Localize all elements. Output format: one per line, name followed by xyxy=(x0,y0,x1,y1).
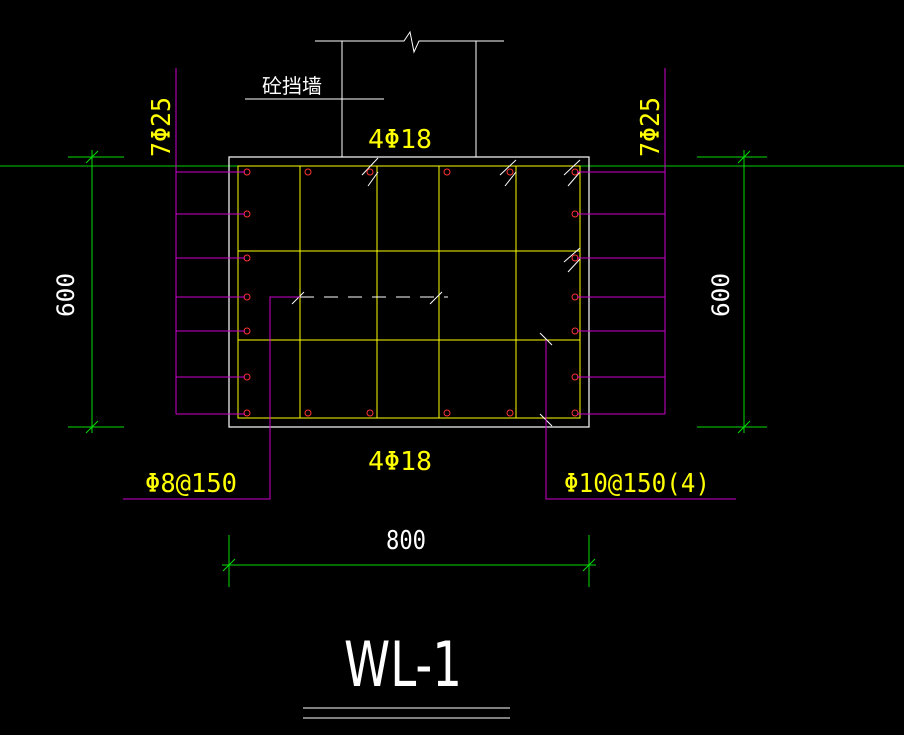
stirrup-hooks xyxy=(291,157,581,427)
left-height-label: 600 xyxy=(52,273,80,317)
inner-stirrups xyxy=(238,166,580,418)
top-bars-label: 4Φ18 xyxy=(368,125,432,155)
stirrup-four-leg-leader xyxy=(545,340,736,500)
stirrup-single-leader xyxy=(123,296,300,500)
rebar-dots xyxy=(243,168,579,417)
right-side-leaders xyxy=(577,68,666,415)
wall-label: 砼挡墙 xyxy=(262,74,322,98)
beam-outline xyxy=(228,156,590,428)
stirrup-single-label: Φ8@150 xyxy=(145,469,237,499)
title-underline xyxy=(303,707,510,719)
right-height-label: 600 xyxy=(707,273,735,317)
bottom-dimension xyxy=(222,535,596,587)
right-side-bars-label: 7Φ25 xyxy=(636,97,666,157)
width-label: 800 xyxy=(386,526,426,556)
outer-stirrup xyxy=(237,165,581,419)
right-dimension xyxy=(697,150,767,434)
left-side-bars-label: 7Φ25 xyxy=(147,97,177,157)
stirrup-four-leg-label: Φ10@150(4) xyxy=(564,469,710,499)
bottom-bars-label: 4Φ18 xyxy=(368,447,432,477)
drawing-title: WL-1 xyxy=(344,628,462,701)
left-dimension xyxy=(68,150,124,434)
left-side-leaders xyxy=(175,68,245,415)
